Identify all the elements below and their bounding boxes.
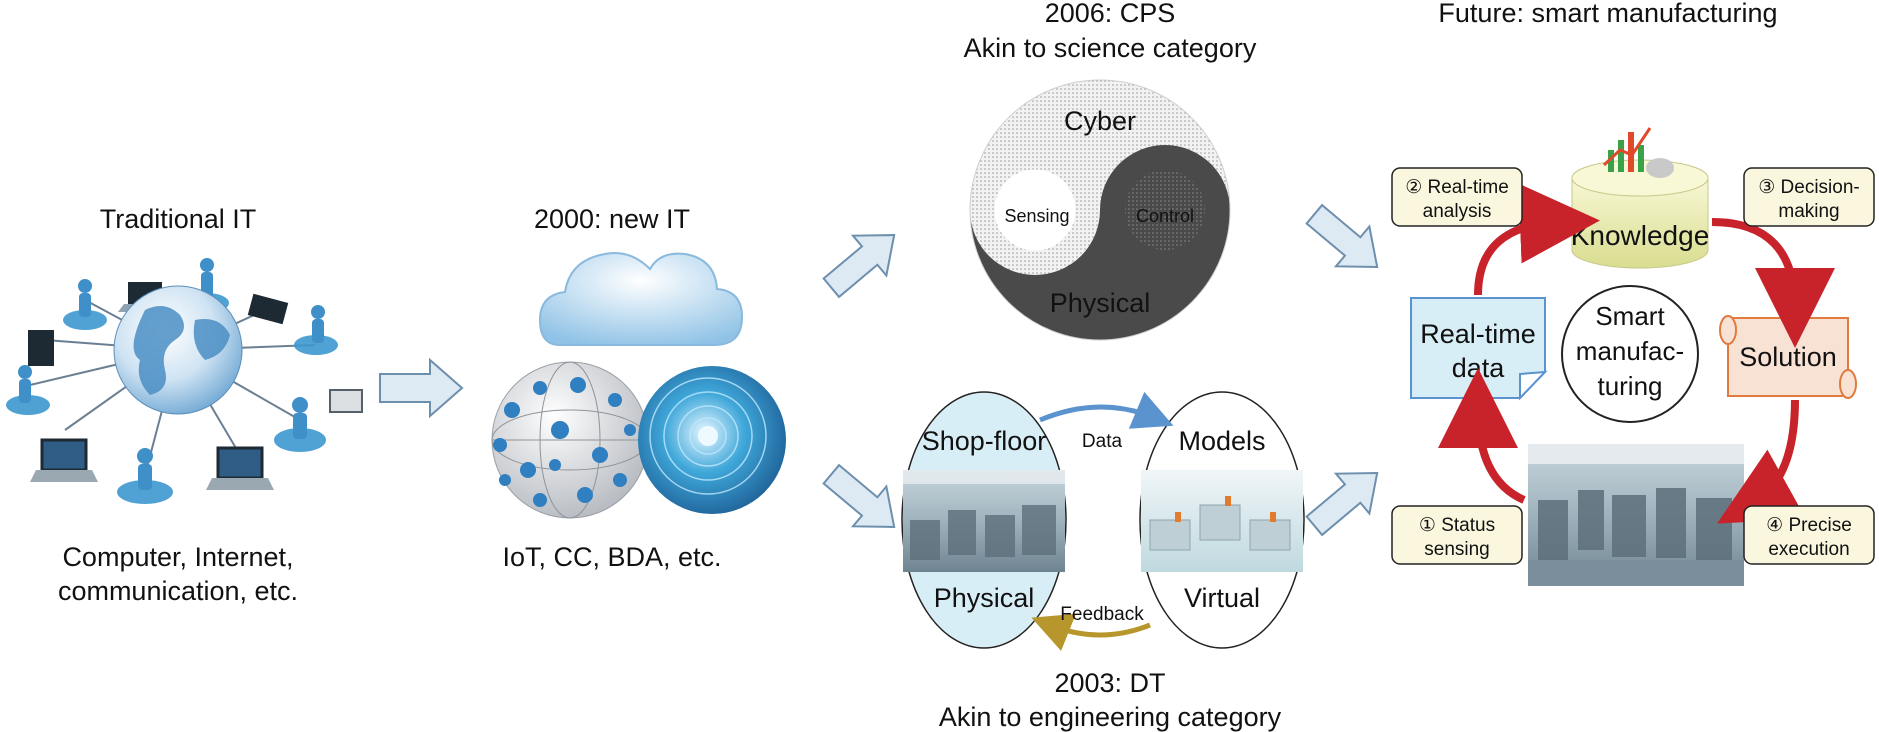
network-globe-icon (6, 258, 363, 504)
realtime-data-line2: data (1452, 353, 1506, 383)
traditional-it-group: Traditional IT (6, 204, 363, 606)
factory-photo (1528, 444, 1744, 586)
arrow-newit-to-cps (822, 233, 896, 299)
cycle-arrow-execution-to-data (1438, 368, 1526, 504)
note-realtime-analysis-line1: ② Real-time (1405, 177, 1509, 198)
data-label: Data (1082, 431, 1123, 452)
cps-group: 2006: CPS Akin to science category Cyber… (964, 0, 1257, 341)
data-arrow (1039, 391, 1174, 429)
knowledge-cake-icon (1571, 127, 1709, 269)
note-realtime-analysis-line2: analysis (1423, 201, 1492, 222)
cycle-arrows (1438, 183, 1835, 524)
note-status-line2: sensing (1424, 539, 1490, 560)
note-decision-line1: ③ Decision- (1758, 177, 1860, 198)
feedback-arrow (1031, 613, 1151, 651)
note-precise-line2: execution (1768, 539, 1849, 560)
growth-chart-icon (1602, 127, 1674, 178)
note-status-line1: ① Status (1419, 515, 1495, 536)
note-precise-execution (1743, 505, 1875, 565)
dt-group: Shop-floor Physical Models Virtual Data … (901, 391, 1305, 732)
cps-control-label: Control (1136, 206, 1194, 226)
dt-virtual-label: Virtual (1184, 583, 1260, 613)
traditional-it-title: Traditional IT (100, 204, 257, 234)
smart-center-line3: turing (1597, 371, 1662, 401)
smart-title: Future: smart manufacturing (1438, 0, 1777, 28)
arrow-newit-to-dt (822, 463, 896, 529)
arrow-dt-to-smart (1305, 471, 1379, 537)
cycle-arrow-solution-to-execution (1717, 399, 1807, 524)
note-realtime-analysis (1391, 167, 1523, 227)
note-decision-line2: making (1778, 201, 1839, 222)
cps-cyber-label: Cyber (1064, 106, 1136, 136)
note-status-sensing (1391, 505, 1523, 565)
dt-virtual-oval (1139, 391, 1305, 649)
traditional-it-caption-line1: Computer, Internet, (62, 542, 293, 572)
iot-globe-icon (491, 361, 649, 519)
dt-physical-label: Physical (934, 583, 1035, 613)
smart-center-line2: manufac- (1576, 336, 1684, 366)
feedback-label: Feedback (1060, 604, 1144, 625)
smart-center-circle (1561, 285, 1699, 423)
solution-label: Solution (1739, 342, 1837, 372)
smart-manufacturing-group: Future: smart manufacturing Knowledge Re… (1391, 0, 1875, 586)
dt-title-line1: 2003: DT (1054, 668, 1165, 698)
cps-title-line2: Akin to science category (964, 33, 1257, 63)
dt-physical-oval (901, 391, 1067, 649)
realtime-data-line1: Real-time (1420, 319, 1536, 349)
dt-title-line2: Akin to engineering category (939, 702, 1282, 732)
yin-yang-icon (969, 79, 1231, 341)
smart-center-line1: Smart (1595, 301, 1665, 331)
cloud-icon (538, 252, 744, 346)
note-precise-line1: ④ Precise (1766, 515, 1852, 536)
note-decision-making (1743, 167, 1875, 227)
new-it-caption: IoT, CC, BDA, etc. (502, 542, 721, 572)
dt-models-label: Models (1178, 426, 1265, 456)
arrow-cps-to-smart (1305, 203, 1379, 269)
cps-title-line1: 2006: CPS (1045, 0, 1176, 28)
new-it-title: 2000: new IT (534, 204, 690, 234)
dt-shop-floor-label: Shop-floor (922, 426, 1047, 456)
cps-physical-label: Physical (1050, 288, 1151, 318)
new-it-group: 2000: new IT (491, 204, 786, 572)
cps-sensing-label: Sensing (1004, 206, 1069, 226)
traditional-it-caption-line2: communication, etc. (58, 576, 298, 606)
cycle-arrow-knowledge-to-solution (1711, 218, 1835, 348)
cycle-arrow-data-to-knowledge (1474, 183, 1600, 296)
arrow-traditional-to-newit (379, 357, 464, 419)
knowledge-label: Knowledge (1571, 220, 1710, 251)
big-data-tunnel-icon (638, 366, 786, 514)
